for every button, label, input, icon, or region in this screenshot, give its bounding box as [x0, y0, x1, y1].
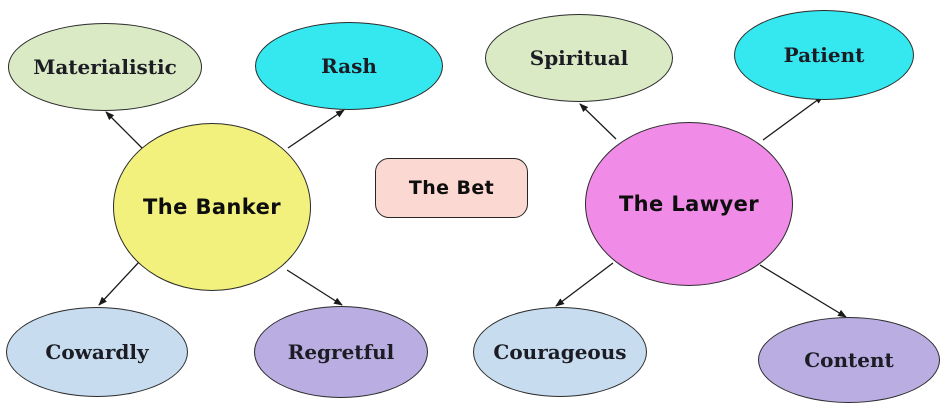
trait-node-regretful: Regretful [254, 306, 428, 398]
character-label-banker: The Banker [143, 195, 281, 219]
arrow-banker-cowardly [98, 261, 140, 306]
trait-label-spiritual: Spiritual [529, 46, 629, 70]
arrow-banker-regretful [286, 269, 343, 306]
center-node-the-bet: The Bet [375, 158, 528, 218]
trait-label-cowardly: Cowardly [45, 340, 149, 364]
trait-node-courageous: Courageous [473, 307, 647, 397]
trait-node-content: Content [758, 317, 940, 403]
trait-label-patient: Patient [783, 43, 865, 67]
trait-node-patient: Patient [734, 10, 914, 100]
arrow-lawyer-spiritual [579, 103, 617, 140]
trait-node-rash: Rash [255, 22, 443, 110]
character-node-lawyer: The Lawyer [585, 122, 793, 286]
character-label-lawyer: The Lawyer [618, 192, 760, 216]
trait-label-materialistic: Materialistic [33, 55, 177, 79]
trait-node-cowardly: Cowardly [6, 307, 188, 397]
trait-label-regretful: Regretful [287, 340, 395, 364]
arrow-lawyer-content [759, 264, 847, 318]
arrow-banker-rash [287, 109, 345, 149]
center-label-the-bet: The Bet [408, 177, 495, 199]
arrow-lawyer-patient [762, 95, 824, 141]
trait-label-rash: Rash [321, 54, 377, 78]
arrow-banker-materialistic [105, 111, 143, 149]
trait-node-materialistic: Materialistic [8, 23, 202, 111]
trait-label-content: Content [804, 348, 894, 372]
trait-label-courageous: Courageous [493, 340, 627, 364]
character-node-banker: The Banker [113, 123, 311, 291]
trait-node-spiritual: Spiritual [485, 14, 673, 102]
arrow-lawyer-courageous [555, 262, 614, 307]
